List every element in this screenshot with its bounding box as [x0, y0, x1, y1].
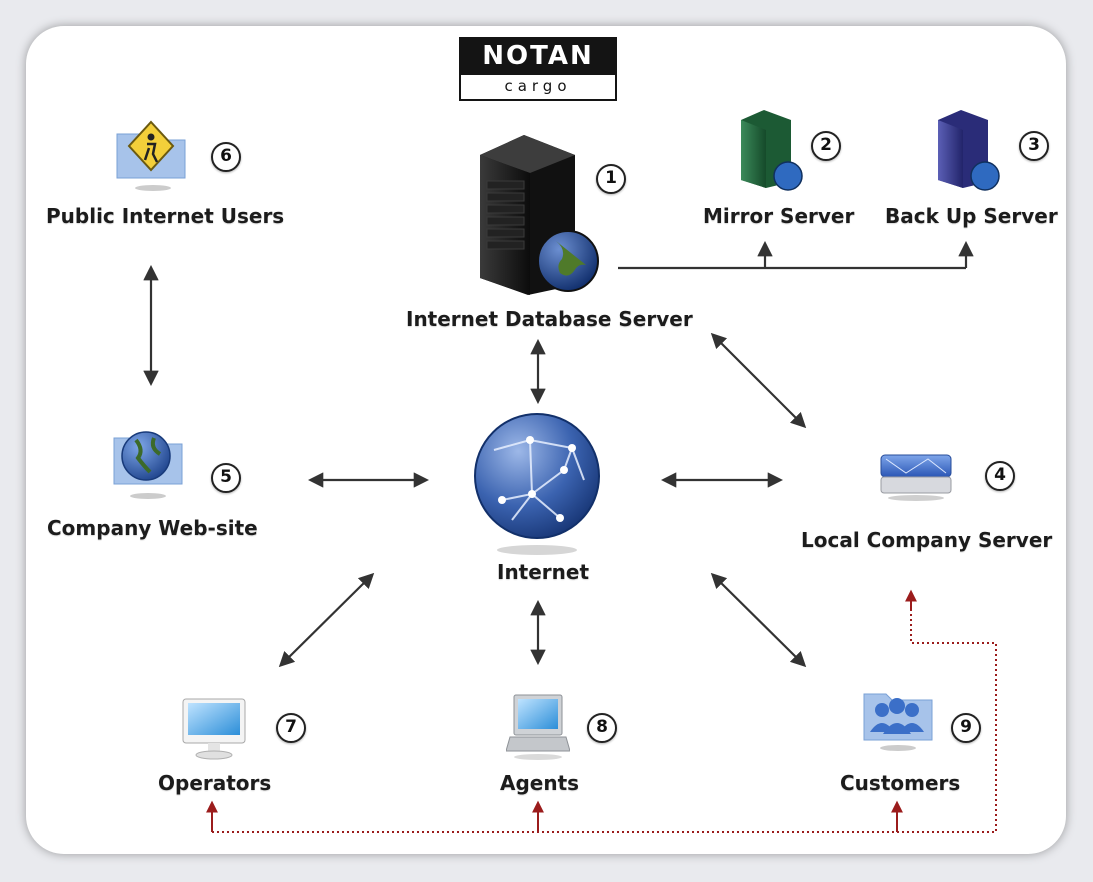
- public-users-folder-icon: [116, 120, 186, 191]
- backup-server-label: Back Up Server: [885, 204, 1058, 228]
- arrow-internet-operators: [278, 572, 375, 668]
- database-server-label: Internet Database Server: [406, 307, 693, 331]
- backup-server-icon: [938, 110, 1000, 191]
- internet-label: Internet: [497, 560, 590, 584]
- badge-1: 1: [596, 164, 626, 194]
- notan-cargo-logo: NOTAN cargo: [459, 37, 617, 101]
- mirror-server-label: Mirror Server: [703, 204, 855, 228]
- operators-label: Operators: [158, 771, 272, 795]
- local-server-icon: [880, 454, 952, 501]
- badge-3: 3: [1019, 131, 1049, 161]
- agents-laptop-icon: [506, 694, 570, 760]
- public-users-label: Public Internet Users: [46, 204, 285, 228]
- local-server-label: Local Company Server: [801, 528, 1053, 552]
- customers-folder-icon: [863, 693, 933, 751]
- badge-8: 8: [587, 713, 617, 743]
- badge-7: 7: [276, 713, 306, 743]
- agents-label: Agents: [500, 771, 580, 795]
- arrow-internet-customers: [710, 572, 807, 668]
- website-label: Company Web-site: [47, 516, 258, 540]
- badge-4: 4: [985, 461, 1015, 491]
- logo-name: NOTAN: [459, 37, 617, 75]
- operators-monitor-icon: [182, 698, 246, 760]
- badge-9: 9: [951, 713, 981, 743]
- badge-6: 6: [211, 142, 241, 172]
- website-folder-icon: [113, 431, 183, 499]
- badge-5: 5: [211, 463, 241, 493]
- arrow-db-local: [710, 332, 807, 429]
- mirror-server-icon: [741, 110, 803, 191]
- customers-label: Customers: [840, 771, 961, 795]
- internet-globe-icon: [474, 413, 600, 555]
- database-server-icon: [480, 135, 599, 295]
- logo-subtitle: cargo: [459, 75, 617, 101]
- badge-2: 2: [811, 131, 841, 161]
